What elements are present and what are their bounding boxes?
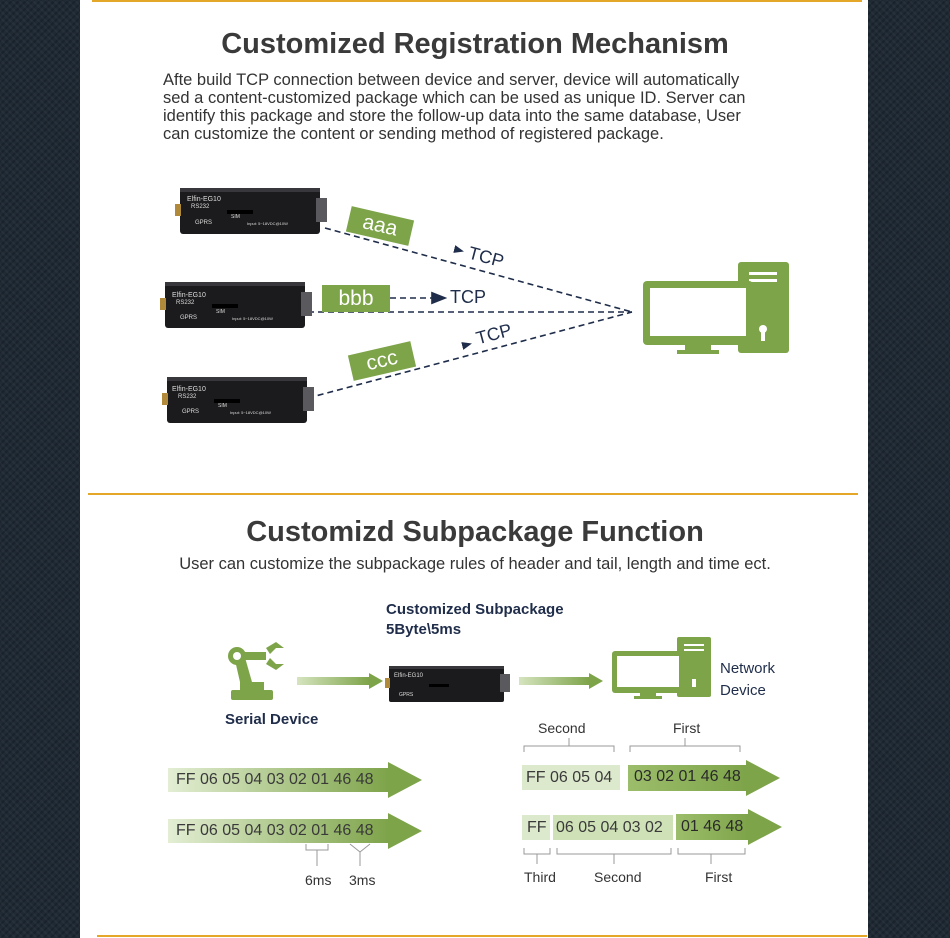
robot-arm-icon [228,642,284,700]
timing-brackets [305,843,371,866]
gateway-device-2: Elfin-EG10 RS232 GPRS SIM Input: 5~18VDC… [160,282,312,328]
gateway-device-1: Elfin-EG10 RS232 GPRS SIM Input: 5~18VDC… [175,188,327,234]
section2-description: User can customize the subpackage rules … [179,555,771,573]
section2-title: Customizd Subpackage Function [246,516,704,548]
input-stream-arrow-1 [168,762,422,798]
row2-packet-second [553,815,673,840]
section1-title: Customized Registration Mechanism [221,28,729,60]
row2-packet-third [522,815,550,840]
row1-label-second: Second [538,720,586,736]
input-stream-arrow-2 [168,813,422,849]
section-divider [88,493,858,495]
bottom-divider [97,935,867,937]
timing-label-6ms: 6ms [305,872,332,888]
row1-packet-first-arrow [628,760,780,796]
timing-label-3ms: 3ms [349,872,376,888]
flow-arrow-1 [297,673,383,689]
row1-brackets [523,738,741,752]
row2-packet-first-text: 01 46 48 [681,818,744,835]
row2-label-third: Third [524,869,556,885]
row1-packet-second-text: FF 06 05 04 [526,769,613,786]
row2-packet-first-arrow [676,809,782,845]
server-computer-icon [643,262,789,354]
network-device-label: Network Device [720,660,776,699]
packet-bbb: bbb [322,285,390,312]
row2-label-second: Second [594,869,642,885]
row2-packet-second-text: 06 05 04 03 02 [556,819,663,836]
gateway-device-center: Elfin-EG10 GPRS [385,666,510,702]
network-computer-icon [612,637,711,699]
gateway-device-3: Elfin-EG10 RS232 GPRS SIM Input: 5~18VDC… [162,377,314,423]
custom-subpackage-label: Customized Subpackage 5Byte\5ms [386,601,564,638]
row1-packet-second [522,765,620,790]
serial-device-label: Serial Device [225,711,319,728]
tcp-label-2: TCP [450,287,486,307]
top-divider [92,0,862,2]
row2-label-first: First [705,869,733,885]
row2-packet-third-text: FF [527,819,547,836]
row1-packet-first-text: 03 02 01 46 48 [634,768,741,785]
input-stream-text-1: FF 06 05 04 03 02 01 46 48 [176,771,374,788]
flow-arrow-2 [519,673,603,689]
row1-label-first: First [673,720,701,736]
row2-brackets [523,848,746,864]
input-stream-text-2: FF 06 05 04 03 02 01 46 48 [176,822,374,839]
